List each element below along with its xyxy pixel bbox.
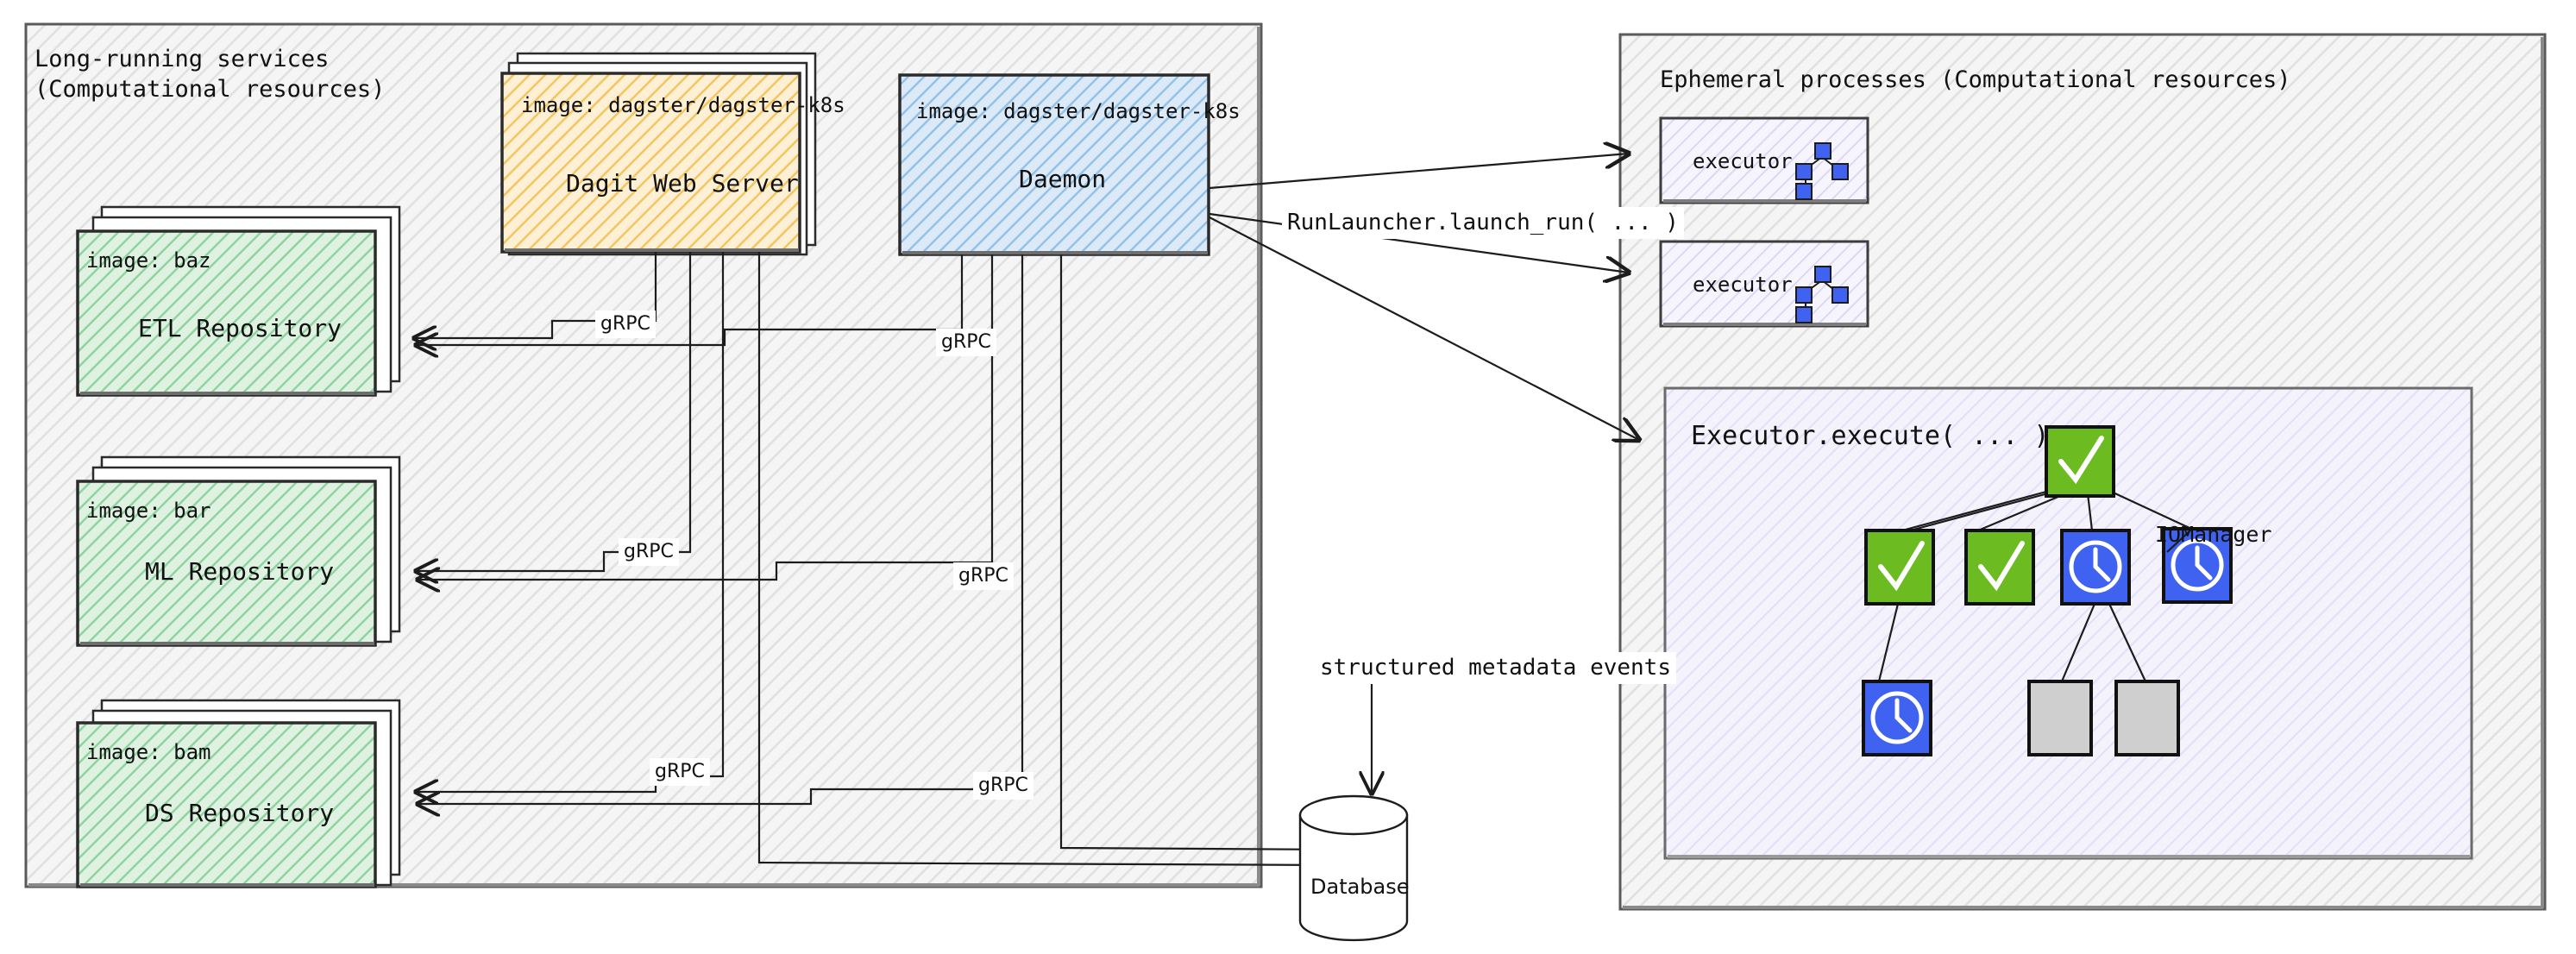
grpc-label-3: gRPC bbox=[619, 538, 679, 567]
grpc-label-6: gRPC bbox=[973, 772, 1034, 800]
executor-1-label: executor bbox=[1693, 149, 1793, 173]
repository-ml-title: ML Repository bbox=[145, 557, 335, 586]
grpc-label-2: gRPC bbox=[936, 329, 996, 357]
dagit-title: Dagit Web Server bbox=[566, 169, 799, 198]
run-launcher-label: RunLauncher.launch_run( ... ) bbox=[1282, 207, 1684, 240]
database-label: Database bbox=[1310, 875, 1410, 899]
grpc-label-4: gRPC bbox=[953, 562, 1014, 591]
executor-2-label: executor bbox=[1693, 273, 1793, 297]
container-title-long-running: Long-running services(Computational reso… bbox=[35, 46, 386, 103]
execute-panel-label: Executor.execute( ... ) bbox=[1691, 421, 2050, 451]
grpc-label-5: gRPC bbox=[650, 758, 710, 787]
repository-ds-title: DS Repository bbox=[145, 799, 335, 827]
iomanager-label: IOManager bbox=[2155, 522, 2272, 547]
repository-ml-image-label: image: bar bbox=[86, 499, 211, 523]
repository-etl-image-label: image: baz bbox=[86, 248, 211, 273]
daemon-image-label: image: dagster/dagster-k8s bbox=[916, 99, 1241, 123]
grpc-label-1: gRPC bbox=[595, 311, 656, 339]
daemon-title: Daemon bbox=[1019, 165, 1107, 193]
repository-ds-image-label: image: bam bbox=[86, 740, 211, 764]
structured-metadata-label: structured metadata events bbox=[1315, 652, 1676, 685]
container-title-ephemeral: Ephemeral processes (Computational resou… bbox=[1660, 66, 2291, 93]
repository-etl-title: ETL Repository bbox=[138, 314, 342, 342]
dagit-image-label: image: dagster/dagster-k8s bbox=[521, 93, 845, 117]
